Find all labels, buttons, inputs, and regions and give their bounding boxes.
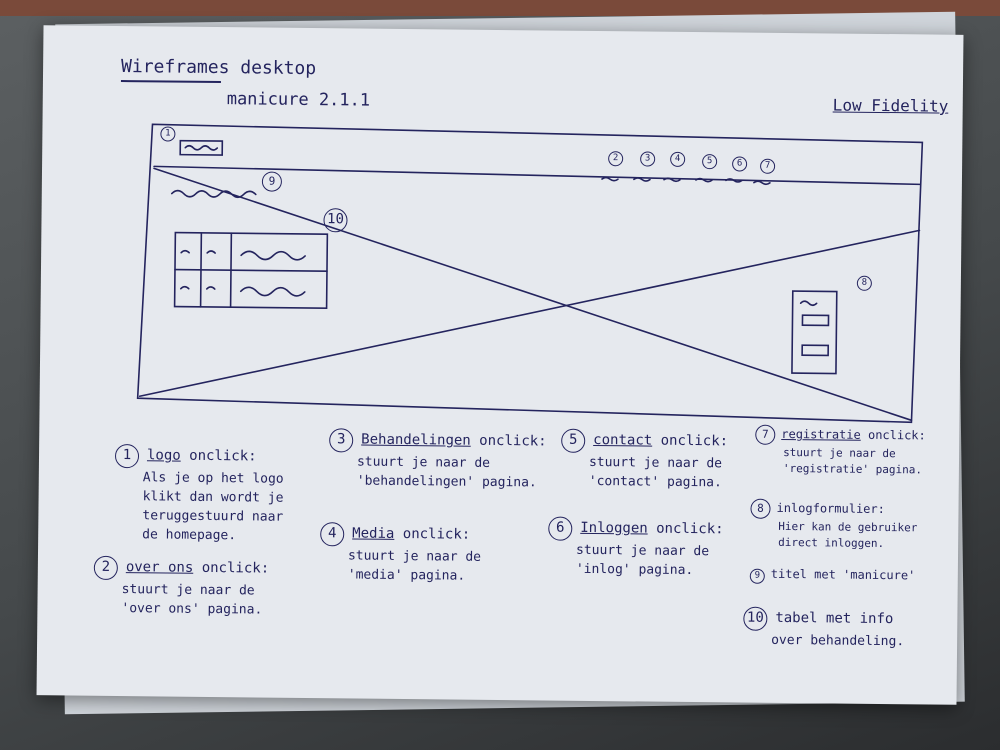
note-over-ons: 2 over ons onclick: stuurt je naar de 'ov… xyxy=(93,555,270,620)
note-name: logo xyxy=(146,447,181,464)
note-line: teruggestuurd naar xyxy=(142,508,284,525)
note-line: 'contact' pagina. xyxy=(588,473,722,491)
note-number: 9 xyxy=(749,568,765,584)
note-line: stuurt je naar de xyxy=(783,445,896,461)
marker-login-form: 8 xyxy=(856,275,872,291)
note-name: inlogformulier xyxy=(776,500,878,516)
login-form-scribble xyxy=(799,300,818,307)
note-contact: 5 contact onclick: stuurt je naar de 'con… xyxy=(561,428,729,493)
marker-nav-5: 5 xyxy=(702,154,718,170)
note-line: direct inloggen. xyxy=(778,535,885,551)
note-number: 5 xyxy=(561,428,586,453)
note-name: Inloggen xyxy=(580,519,648,537)
note-name: contact xyxy=(593,431,653,449)
note-name: Media xyxy=(352,525,395,542)
note-name: registratie xyxy=(781,426,861,442)
header-divider xyxy=(153,165,921,186)
marker-nav-3: 3 xyxy=(640,151,656,167)
note-number: 1 xyxy=(114,443,140,469)
note-action: onclick: xyxy=(189,447,257,465)
note-action: titel met 'manicure' xyxy=(770,566,916,583)
note-line: klikt dan wordt je xyxy=(142,489,284,506)
note-line: over behandeling. xyxy=(771,632,905,650)
nav-scribble-6 xyxy=(725,178,743,183)
note-line: 'behandelingen' pagina. xyxy=(356,473,537,491)
note-number: 7 xyxy=(755,424,776,445)
logo-scribble xyxy=(184,144,219,151)
info-table-scribble-2 xyxy=(206,250,216,254)
note-line: stuurt je naar de xyxy=(347,548,482,565)
note-action: onclick: xyxy=(402,525,471,543)
note-behandelingen: 3 Behandelingen onclick: stuurt je naar d… xyxy=(329,428,547,492)
note-action: : xyxy=(877,501,885,517)
login-form-field xyxy=(801,314,830,327)
marker-nav-4: 4 xyxy=(670,151,686,167)
hero-placeholder-cross-b xyxy=(138,229,921,398)
info-table-scribble-1 xyxy=(180,249,190,254)
note-titel: 9 titel met 'manicure' xyxy=(749,566,916,586)
note-action: tabel met info xyxy=(775,609,894,628)
note-line: de homepage. xyxy=(142,527,237,544)
marker-logo: 1 xyxy=(160,126,176,142)
nav-scribble-4 xyxy=(663,177,681,183)
note-action: onclick: xyxy=(479,432,547,450)
note-name: over ons xyxy=(125,559,194,576)
desk-edge xyxy=(0,0,1000,16)
note-logo: 1 logo onclick: Als je op het logo klikt … xyxy=(114,443,284,546)
info-table-col-divider-a xyxy=(199,232,203,308)
note-inlogformulier: 8 inlogformulier: Hier kan de gebruiker d… xyxy=(750,498,918,553)
marker-title: 9 xyxy=(261,171,283,192)
marker-nav-7: 7 xyxy=(760,158,776,174)
note-action: onclick: xyxy=(656,520,724,538)
note-inloggen: 6 Inloggen onclick: stuurt je naar de 'in… xyxy=(548,516,724,581)
login-form-button xyxy=(801,344,830,357)
title-scribble xyxy=(170,189,257,199)
nav-scribble-5 xyxy=(695,177,713,183)
note-action: onclick: xyxy=(660,432,729,450)
note-number: 6 xyxy=(548,516,573,541)
logo-box xyxy=(179,139,224,156)
info-table-scribble-6 xyxy=(239,286,306,297)
info-table-scribble-5 xyxy=(205,286,216,290)
note-line: stuurt je naar de xyxy=(121,582,255,599)
note-tabel: 10 tabel met info over behandeling. xyxy=(743,606,905,652)
browser-frame xyxy=(136,123,924,424)
nav-scribble-7 xyxy=(753,180,771,186)
info-table-col-divider-b xyxy=(229,232,233,308)
note-number: 2 xyxy=(93,555,118,581)
note-action: onclick: xyxy=(201,559,270,577)
note-number: 8 xyxy=(750,498,771,519)
note-number: 4 xyxy=(320,522,345,547)
login-form-box xyxy=(791,290,838,375)
note-media: 4 Media onclick: stuurt je naar de 'media… xyxy=(320,522,482,586)
note-line: Hier kan de gebruiker xyxy=(778,519,918,535)
marker-nav-6: 6 xyxy=(732,156,748,172)
info-table-scribble-3 xyxy=(240,250,306,261)
note-line: Als je op het logo xyxy=(142,470,284,487)
note-line: 'registratie' pagina. xyxy=(782,461,923,477)
note-line: stuurt je naar de xyxy=(588,454,723,472)
nav-scribble-3 xyxy=(633,177,651,182)
hero-placeholder-cross-a xyxy=(153,167,913,422)
nav-scribble-2 xyxy=(601,176,619,182)
note-number: 3 xyxy=(329,428,354,453)
note-number: 10 xyxy=(743,606,768,631)
wireframe-paper-sheet: Wireframes desktop manicure 2.1.1 Low Fi… xyxy=(36,25,964,705)
note-line: stuurt je naar de xyxy=(575,542,710,560)
marker-table: 10 xyxy=(323,208,348,233)
note-line: 'inlog' pagina. xyxy=(575,561,694,579)
info-table-row-divider xyxy=(174,268,328,272)
marker-nav-2: 2 xyxy=(608,151,624,167)
note-action: onclick: xyxy=(867,427,926,443)
info-table-scribble-4 xyxy=(179,285,190,290)
note-line: stuurt je naar de xyxy=(356,454,491,471)
wireframe-sketch xyxy=(136,123,924,424)
note-name: Behandelingen xyxy=(361,431,471,449)
note-line: 'over ons' pagina. xyxy=(121,601,263,618)
note-line: 'media' pagina. xyxy=(347,567,466,584)
